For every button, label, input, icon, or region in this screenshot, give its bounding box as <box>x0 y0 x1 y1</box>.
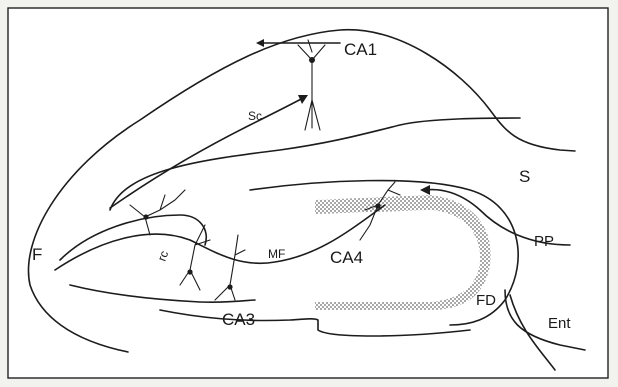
label-ca3: CA3 <box>222 310 255 329</box>
label-f: F <box>32 245 42 264</box>
label-fd: FD <box>476 292 496 309</box>
label-ca1: CA1 <box>344 40 377 59</box>
label-ent: Ent <box>548 315 571 332</box>
label-ca4: CA4 <box>330 248 363 267</box>
figure-frame <box>8 8 608 378</box>
label-mf: MF <box>268 247 285 261</box>
label-pp: PP <box>534 233 554 250</box>
label-sc: Sc <box>248 109 262 123</box>
label-s: S <box>519 167 530 186</box>
